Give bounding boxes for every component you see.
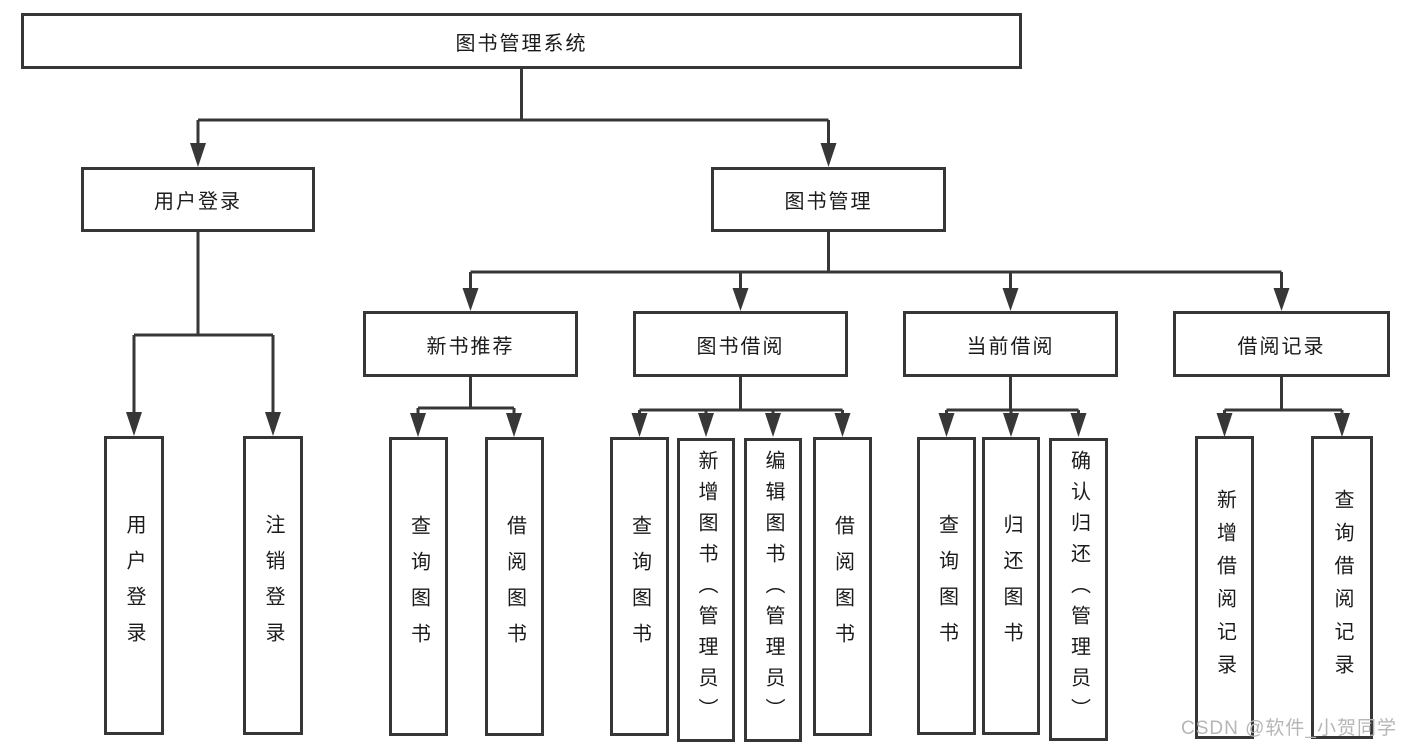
leaf-label: 查询借阅记录	[1331, 488, 1353, 687]
leaf-label: 编辑图书（管理员）	[762, 450, 784, 729]
leaf-confirm-return-admin: 确认归还（管理员）	[1049, 438, 1108, 741]
leaf-edit-books-admin: 编辑图书（管理员）	[744, 438, 802, 742]
leaf-label: 归还图书	[1000, 514, 1022, 658]
leaf-label: 确认归还（管理员）	[1067, 450, 1090, 729]
node-book-borrowing: 图书借阅	[633, 311, 848, 377]
leaf-label: 注销登录	[262, 513, 284, 658]
leaf-query-borrow-record: 查询借阅记录	[1311, 436, 1373, 739]
node-label: 新书推荐	[426, 335, 515, 358]
leaf-query-books-borrowing: 查询图书	[610, 437, 669, 736]
leaf-return-books: 归还图书	[982, 437, 1040, 735]
node-new-book-recommend: 新书推荐	[363, 311, 578, 377]
leaf-add-borrow-record: 新增借阅记录	[1195, 436, 1254, 739]
node-library-management-system: 图书管理系统	[21, 13, 1022, 69]
leaf-logout: 注销登录	[243, 436, 303, 735]
node-label: 用户登录	[154, 191, 242, 213]
node-current-borrowing: 当前借阅	[903, 311, 1118, 377]
leaf-borrow-books-borrowing: 借阅图书	[813, 437, 872, 736]
leaf-query-books-recommend: 查询图书	[389, 437, 448, 736]
watermark: CSDN @软件_小贺同学	[1181, 718, 1397, 739]
leaf-user-login: 用户登录	[104, 436, 164, 735]
leaf-label: 查询图书	[935, 514, 958, 658]
leaf-label: 借阅图书	[503, 514, 526, 659]
leaf-label: 借阅图书	[831, 514, 854, 659]
node-label: 图书管理系统	[455, 32, 588, 55]
node-label: 图书管理	[784, 191, 873, 213]
leaf-label: 新增借阅记录	[1213, 488, 1236, 687]
node-label: 借阅记录	[1237, 335, 1326, 358]
leaf-label: 新增图书（管理员）	[695, 450, 717, 729]
leaf-label: 查询图书	[407, 514, 430, 659]
node-label: 当前借阅	[966, 335, 1055, 358]
node-borrowing-records: 借阅记录	[1173, 311, 1390, 377]
leaf-query-books-current: 查询图书	[917, 437, 976, 735]
node-book-management: 图书管理	[711, 167, 946, 232]
leaf-borrow-books-recommend: 借阅图书	[485, 437, 544, 736]
leaf-add-books-admin: 新增图书（管理员）	[677, 438, 735, 742]
node-user-login: 用户登录	[81, 167, 315, 232]
node-label: 图书借阅	[696, 335, 785, 358]
leaf-label: 用户登录	[123, 513, 145, 658]
leaf-label: 查询图书	[628, 514, 651, 659]
